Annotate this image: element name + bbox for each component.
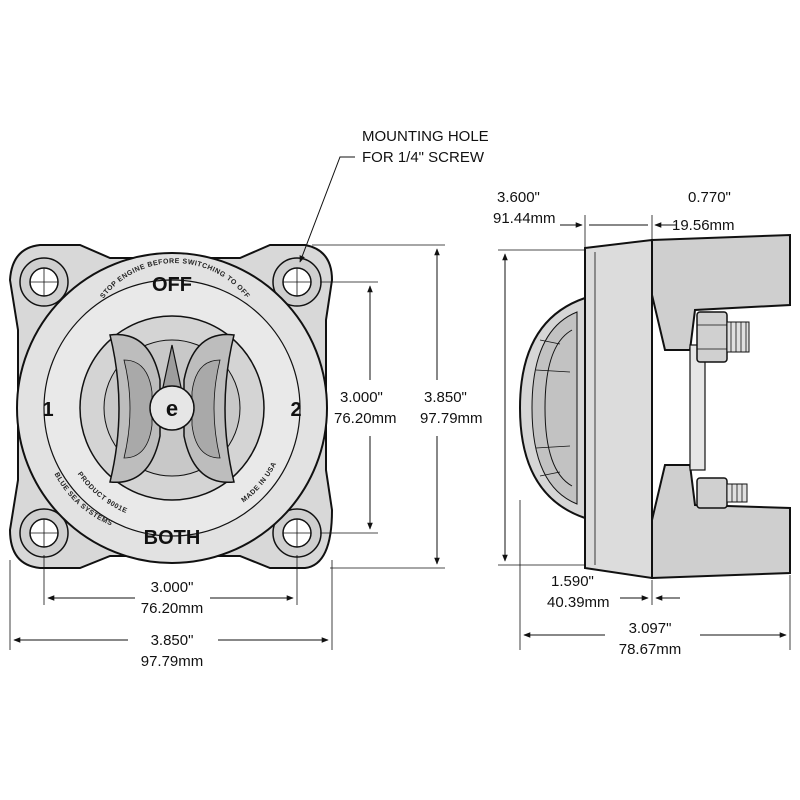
callout-line-1: MOUNTING HOLE	[362, 128, 489, 145]
dim-front-width-mm: 97.79mm	[141, 653, 204, 670]
dim-side-knob-mm: 40.39mm	[547, 594, 610, 611]
label-both: BOTH	[144, 527, 201, 549]
dim-front-width-in: 3.850"	[151, 632, 194, 649]
dim-front-height-in: 3.850"	[424, 389, 467, 406]
dim-hole-spacing-h-in: 3.000"	[151, 579, 194, 596]
dim-side-height-in: 3.600"	[497, 189, 540, 206]
front-horizontal-dimensions: 3.000" 76.20mm 3.850" 97.79mm	[9, 555, 333, 670]
dim-side-knob-in: 1.590"	[551, 573, 594, 590]
callout-line-2: FOR 1/4" SCREW	[362, 149, 485, 166]
mounting-hole-top-left	[19, 257, 69, 307]
mounting-hole-top-right	[272, 257, 322, 307]
logo-letter: e	[166, 396, 178, 421]
dim-side-stud-in: 0.770"	[688, 189, 731, 206]
label-position-2: 2	[290, 399, 301, 421]
dim-side-depth-in: 3.097"	[629, 620, 672, 637]
dim-hole-spacing-v-mm: 76.20mm	[334, 410, 397, 427]
stud-top	[696, 311, 750, 363]
side-bracket-bottom	[651, 464, 791, 580]
dim-side-height-mm: 91.44mm	[493, 210, 556, 227]
side-dimensions: 3.600" 91.44mm 0.770" 19.56mm 1.590" 40.…	[493, 189, 791, 658]
stud-bottom	[696, 477, 748, 509]
front-view: e OFF BOTH 1 2 STOP ENGINE BEFORE SWITCH…	[8, 244, 334, 569]
side-bracket-top	[651, 233, 791, 351]
knob	[109, 333, 235, 484]
label-position-1: 1	[42, 399, 53, 421]
mounting-hole-callout: MOUNTING HOLE FOR 1/4" SCREW	[299, 128, 489, 263]
dim-side-depth-mm: 78.67mm	[619, 641, 682, 658]
label-off: OFF	[152, 274, 192, 296]
side-view	[518, 233, 791, 580]
dim-hole-spacing-h-mm: 76.20mm	[141, 600, 204, 617]
dim-hole-spacing-v-in: 3.000"	[340, 389, 383, 406]
front-vertical-dimensions: 3.000" 76.20mm 3.850" 97.79mm	[312, 244, 483, 569]
dim-side-stud-mm: 19.56mm	[672, 217, 735, 234]
dim-front-height-mm: 97.79mm	[420, 410, 483, 427]
